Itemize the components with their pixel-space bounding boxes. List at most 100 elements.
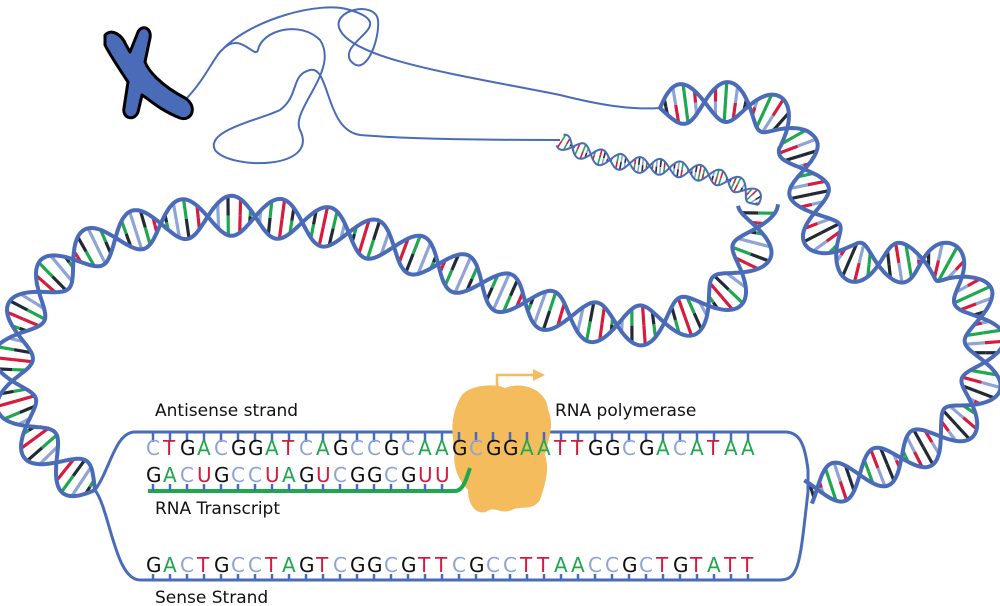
- base-pair-rung: [737, 236, 755, 245]
- base-pair-rung: [876, 467, 887, 487]
- nucleotide-G: G: [622, 553, 638, 577]
- base-pair-rung: [174, 220, 181, 238]
- base-pair-rung: [372, 220, 382, 241]
- nucleotide-G: G: [452, 436, 468, 460]
- base-pair-rung: [60, 267, 74, 283]
- antisense-strand-label: Antisense strand: [155, 401, 298, 421]
- base-pair-rung: [268, 201, 274, 219]
- base-pair-rung: [984, 339, 1000, 345]
- nucleotide-A: A: [690, 436, 704, 460]
- base-pair-rung: [277, 219, 284, 239]
- nucleotide-A: A: [418, 436, 432, 460]
- nucleotide-A: A: [656, 436, 670, 460]
- base-pair-rung: [790, 193, 811, 201]
- base-pair-rung: [751, 189, 758, 196]
- base-pair-rung: [913, 451, 924, 468]
- nucleotide-U: U: [435, 463, 450, 487]
- base-pair-rung: [852, 262, 861, 283]
- base-pair-rung: [508, 279, 519, 297]
- base-pair-rung: [280, 199, 287, 220]
- base-pair-rung: [803, 231, 823, 244]
- nucleotide-C: C: [588, 553, 602, 577]
- base-pair-rung: [658, 166, 662, 175]
- base-pair-rung: [716, 169, 720, 178]
- nucleotide-U: U: [316, 463, 331, 487]
- nucleotide-T: T: [655, 553, 669, 577]
- base-pair-rung: [677, 161, 681, 170]
- nucleotide-G: G: [214, 463, 230, 487]
- base-pair-rung: [936, 263, 950, 282]
- base-pair-rung: [894, 243, 901, 264]
- base-pair-rung: [698, 164, 703, 174]
- base-pair-rung: [560, 134, 567, 142]
- base-pair-rung: [585, 321, 592, 342]
- nucleotide-G: G: [639, 436, 655, 460]
- base-pair-rung: [771, 98, 785, 117]
- base-pair-rung: [962, 384, 979, 394]
- base-pair-rung: [879, 447, 889, 465]
- base-pair-rung: [9, 299, 29, 312]
- nucleotide-A: A: [537, 436, 551, 460]
- base-pair-rung: [784, 154, 802, 163]
- base-pair-rung: [953, 293, 973, 305]
- nucleotide-A: A: [520, 436, 534, 460]
- base-pair-rung: [857, 243, 866, 264]
- nucleotide-C: C: [146, 436, 160, 460]
- nucleotide-T: T: [570, 436, 584, 460]
- base-pair-rung: [674, 104, 681, 123]
- nucleotide-G: G: [503, 436, 519, 460]
- base-pair-rung: [499, 273, 511, 293]
- base-pair-rung: [532, 307, 542, 325]
- base-pair-rung: [76, 236, 88, 253]
- nucleotide-A: A: [554, 553, 568, 577]
- base-pair-rung: [26, 308, 46, 321]
- base-pair-rung: [823, 467, 833, 486]
- base-pair-rung: [331, 211, 339, 229]
- base-pair-rung: [745, 194, 753, 201]
- nucleotide-G: G: [299, 463, 315, 487]
- nucleotide-A: A: [316, 436, 330, 460]
- nucleotide-G: G: [350, 463, 366, 487]
- base-pair-rung: [12, 357, 33, 364]
- base-pair-rung: [579, 151, 584, 160]
- base-pair-rung: [723, 82, 729, 103]
- base-pair-rung: [762, 93, 774, 112]
- nucleotide-T: T: [519, 553, 533, 577]
- nucleotide-G: G: [333, 436, 349, 460]
- rna-transcript-strand: [148, 467, 472, 493]
- base-pair-rung: [22, 317, 40, 328]
- base-pair-rung: [761, 114, 775, 133]
- nucleotide-C: C: [248, 553, 262, 577]
- helix-backbone: [658, 82, 1000, 505]
- base-pair-rung: [983, 328, 1000, 335]
- base-pair-rung: [977, 390, 995, 400]
- base-pair-rung: [600, 306, 606, 324]
- base-pair-rung: [671, 87, 678, 106]
- rna-polymerase: [452, 369, 552, 513]
- nucleotide-G: G: [486, 436, 502, 460]
- base-pair-rung: [317, 226, 325, 247]
- nucleotide-G: G: [299, 553, 315, 577]
- base-pair-rung: [95, 245, 107, 265]
- base-pair-rung: [912, 429, 925, 448]
- base-pair-rung: [40, 433, 58, 450]
- base-pair-rung: [959, 302, 977, 312]
- nucleotide-G: G: [180, 436, 196, 460]
- base-pair-rung: [453, 274, 465, 294]
- base-pair-rung: [443, 269, 454, 286]
- nucleotide-G: G: [367, 463, 383, 487]
- base-pair-rung: [501, 295, 512, 313]
- base-pair-rung: [618, 161, 622, 170]
- nucleotide-T: T: [315, 553, 329, 577]
- nucleotide-G: G: [401, 463, 417, 487]
- base-pair-rung: [327, 228, 335, 246]
- base-pair-rung: [727, 288, 744, 305]
- base-pair-rung: [676, 169, 679, 178]
- base-pair-rung: [599, 149, 603, 158]
- base-pair-rung: [138, 210, 147, 229]
- base-pair-rung: [49, 254, 63, 270]
- nucleotide-A: A: [282, 463, 296, 487]
- base-pair-rung: [548, 291, 558, 312]
